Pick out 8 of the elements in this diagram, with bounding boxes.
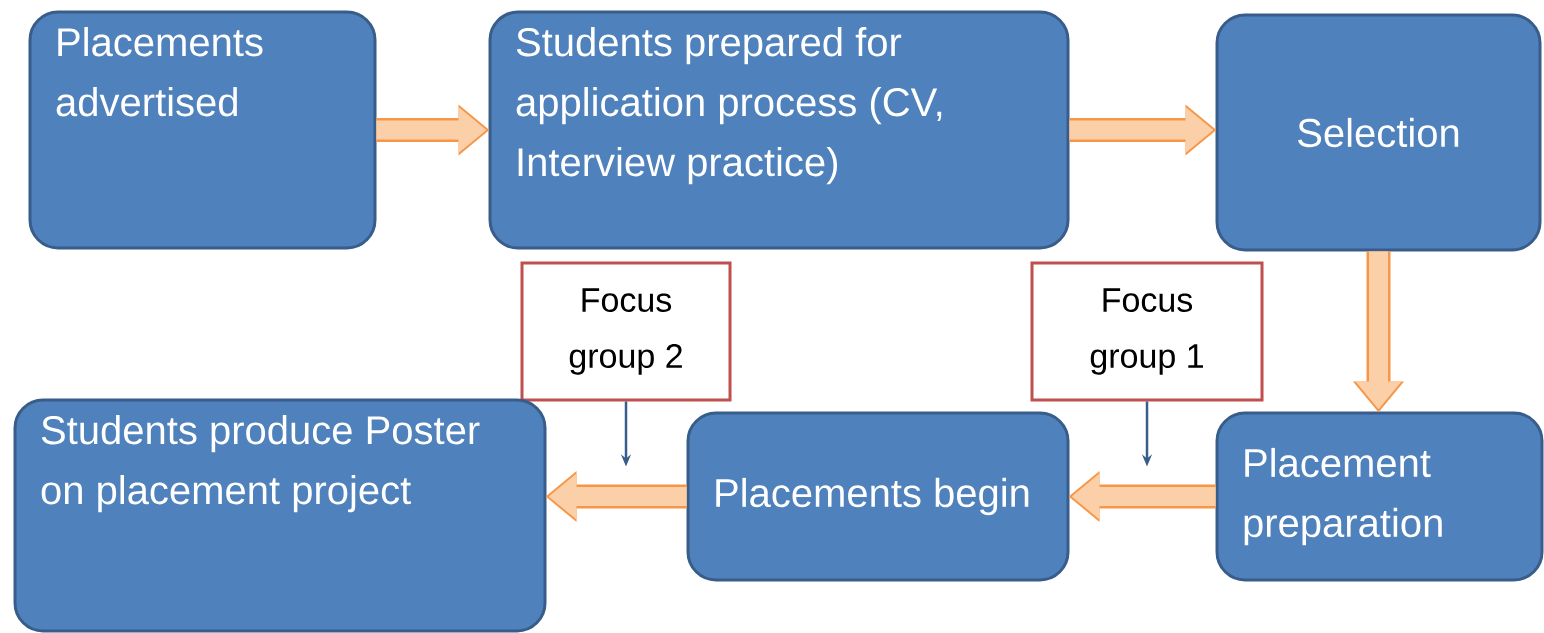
focus-group-box: Focus group 1 xyxy=(1030,261,1264,402)
process-box: Students produce Poster on placement project xyxy=(13,398,547,633)
focus-group-box: Focus group 2 xyxy=(520,261,732,402)
process-box: Placements advertised xyxy=(28,10,377,250)
process-box: Students prepared for application process (CV, Interview practice) xyxy=(488,10,1070,250)
process-box: Selection xyxy=(1215,13,1542,252)
process-box: Placement preparation xyxy=(1215,411,1544,582)
process-box: Placements begin xyxy=(686,411,1070,582)
